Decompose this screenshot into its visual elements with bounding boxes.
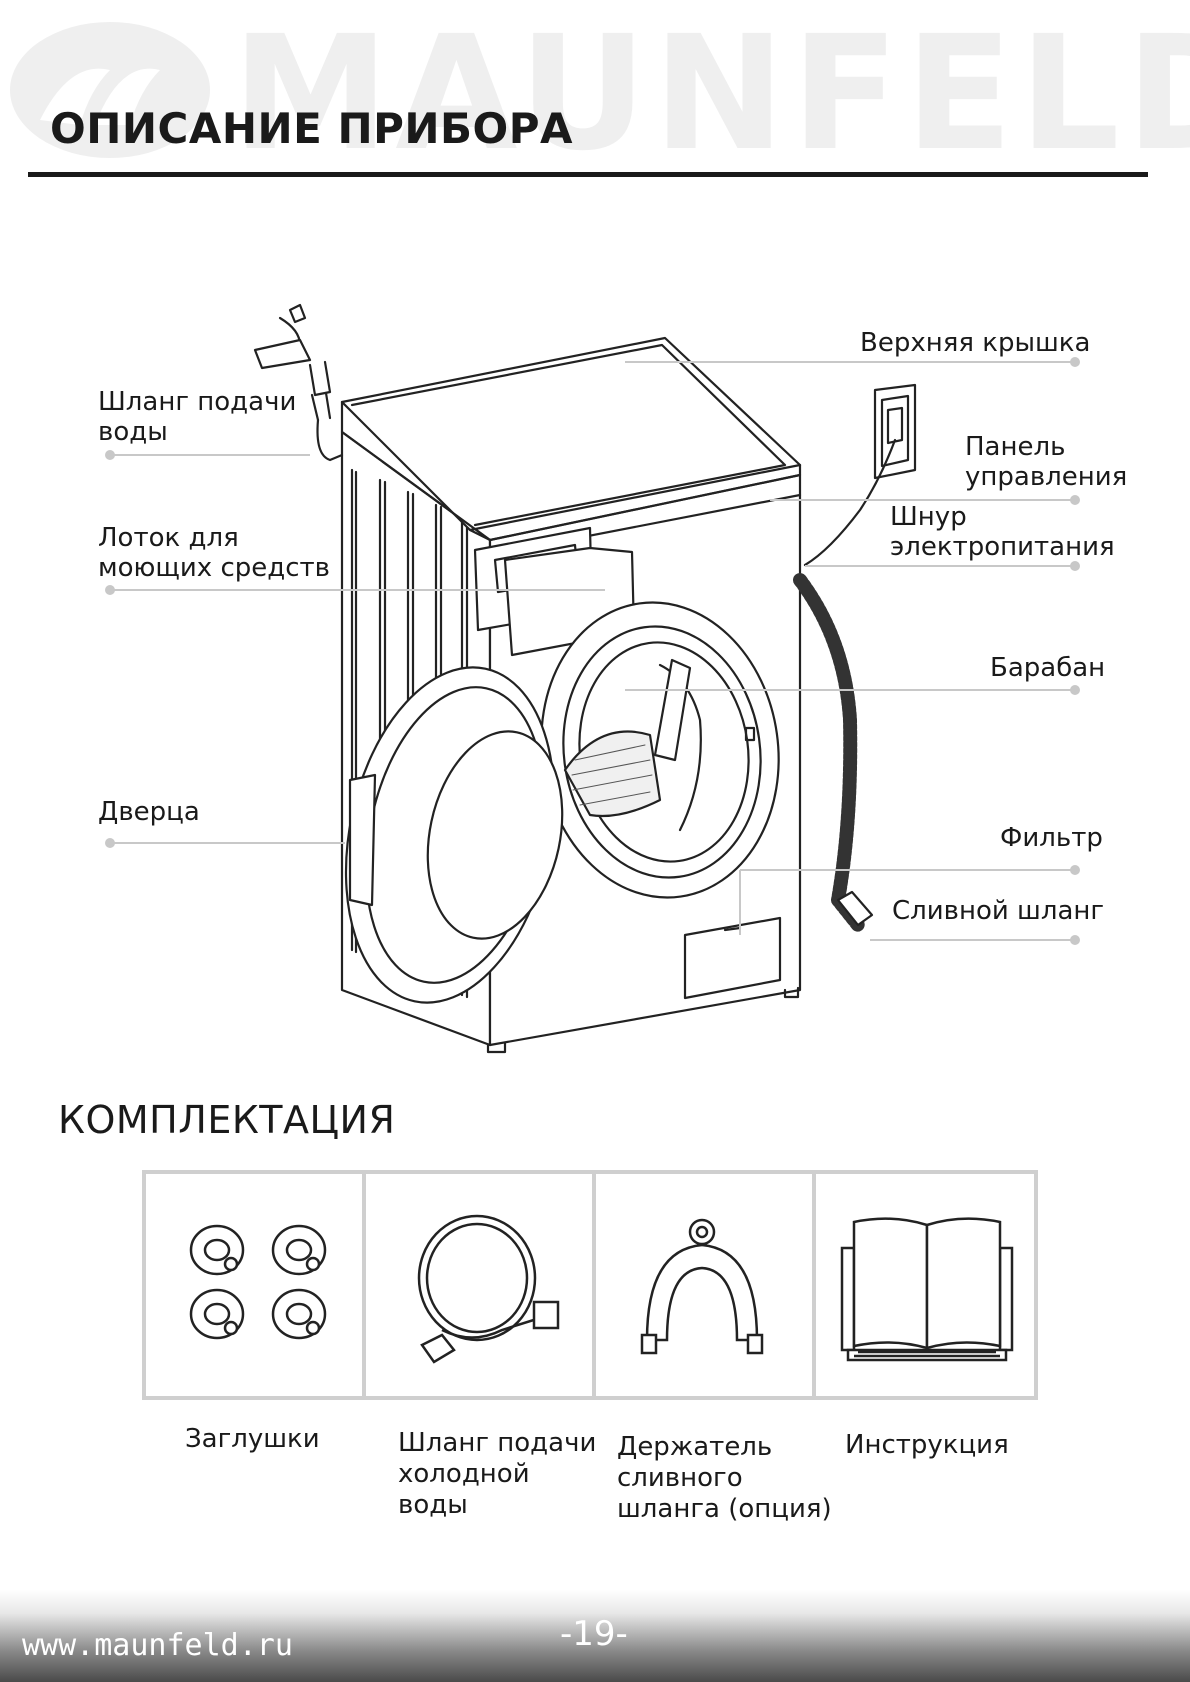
label-drain-hose: Сливной шланг (892, 896, 1105, 926)
page-number: -19- (560, 1614, 628, 1654)
label-drum: Барабан (990, 653, 1106, 683)
washing-machine-diagram (105, 303, 1080, 1054)
kit-item-label-hose-holder: Держатель сливного шланга (опция) (617, 1432, 832, 1524)
kit-section-title: КОМПЛЕКТАЦИЯ (58, 1098, 396, 1142)
kit-item-label-inlet-hose: Шланг подачи холодной воды (398, 1428, 597, 1520)
inlet-hose-icon (417, 1214, 560, 1364)
footer-website-link[interactable]: www.maunfeld.ru (22, 1628, 293, 1663)
kit-contents-table (142, 1170, 1038, 1400)
manual-book-icon (840, 1217, 1014, 1362)
label-door: Дверца (98, 797, 200, 827)
watermark-brand-text: MAUNFELD (232, 2, 1190, 180)
label-detergent-tray: Лоток для моющих средств (98, 523, 330, 583)
plugs-icon (189, 1224, 327, 1340)
label-power-cord: Шнур электропитания (890, 502, 1115, 562)
kit-item-label-manual: Инструкция (845, 1430, 1009, 1460)
footer-bar (0, 1590, 1190, 1682)
hose-holder-icon (640, 1218, 764, 1355)
label-water-hose: Шланг подачи воды (98, 387, 297, 447)
page-title: ОПИСАНИЕ ПРИБОРА (50, 104, 574, 153)
label-control-panel: Панель управления (965, 432, 1128, 492)
label-top-cover: Верхняя крышка (860, 328, 1091, 358)
maunfeld-watermark-logo: MAUNFELD (10, 2, 1190, 180)
title-divider (28, 172, 1148, 177)
kit-item-label-plugs: Заглушки (185, 1424, 320, 1454)
label-filter: Фильтр (1000, 823, 1103, 853)
